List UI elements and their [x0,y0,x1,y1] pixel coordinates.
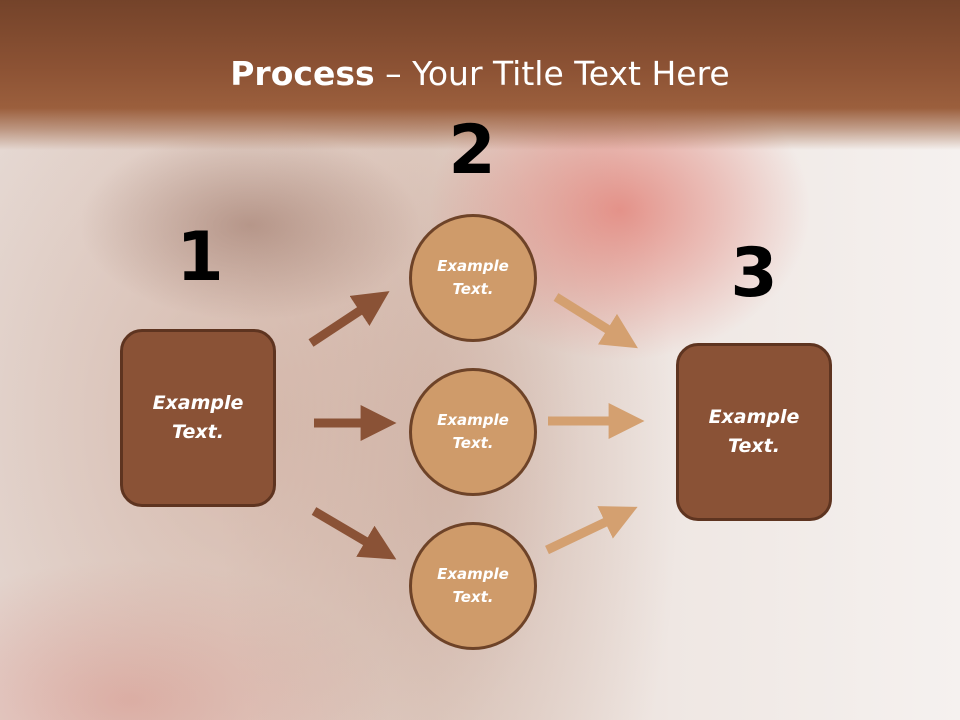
title-bold-part: Process [230,54,375,93]
title-separator: – [374,54,413,93]
title-bar [0,0,960,150]
step-box-1[interactable]: Example Text. [120,329,276,507]
arrow-node3-to-step3 [545,506,638,555]
process-node-2-label: Example Text. [437,411,509,452]
title-rest-part: Your Title Text Here [412,54,730,93]
step-box-3-label: Example Text. [708,406,800,457]
step-box-1-label: Example Text. [152,392,244,443]
process-node-1-label: Example Text. [437,257,509,298]
process-node-1[interactable]: Example Text. [409,214,537,342]
arrow-step1-to-node1 [308,291,390,347]
arrow-node1-to-step3 [553,293,638,349]
process-node-3[interactable]: Example Text. [409,522,537,650]
slide-title: Process – Your Title Text Here [0,52,960,96]
step-box-3[interactable]: Example Text. [676,343,832,521]
step-number-1: 1 [176,218,224,297]
process-node-3-label: Example Text. [437,565,509,606]
process-node-2[interactable]: Example Text. [409,368,537,496]
step-number-2: 2 [448,111,496,190]
arrow-step1-to-node3 [311,507,397,560]
step-number-3: 3 [730,234,778,313]
